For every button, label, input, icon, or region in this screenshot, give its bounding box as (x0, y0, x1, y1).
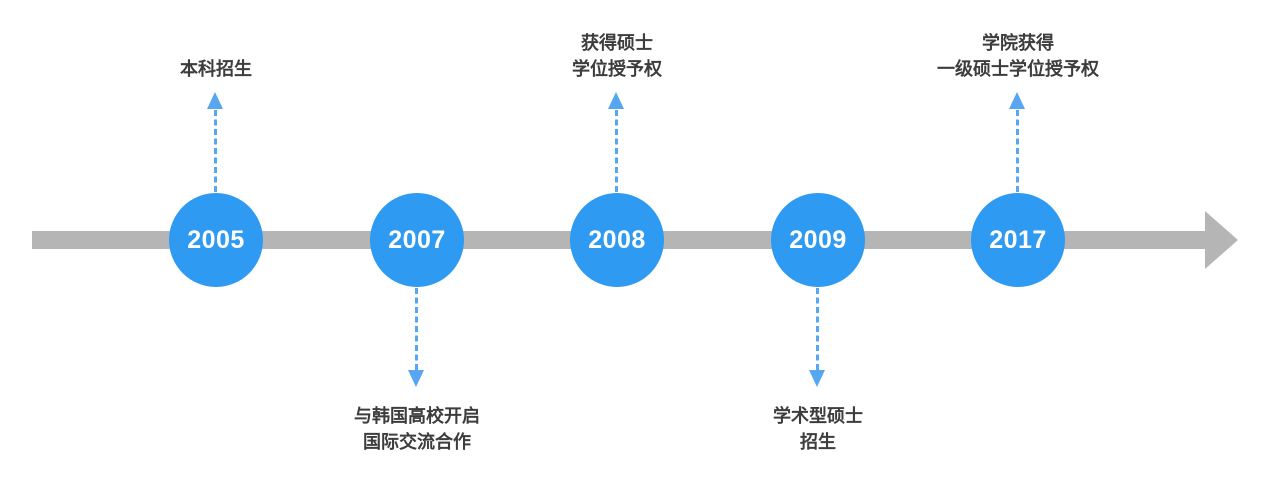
year-node: 2005 (169, 193, 263, 287)
milestone-label-line: 国际交流合作 (363, 432, 471, 452)
year-text: 2005 (187, 225, 245, 254)
dashed-connector (816, 288, 819, 370)
milestone-label-line: 学院获得 (982, 33, 1054, 53)
year-node: 2007 (370, 193, 464, 287)
dashed-connector (415, 288, 418, 370)
milestone-label-line: 获得硕士 (581, 33, 653, 53)
arrow-up-icon (608, 92, 624, 109)
milestone-label-line: 招生 (800, 432, 836, 452)
milestone-label: 学院获得 一级硕士学位授予权 (868, 28, 1168, 82)
milestone-label-line: 一级硕士学位授予权 (937, 59, 1099, 79)
milestone-label-line: 本科招生 (180, 59, 252, 79)
milestone-label-line: 学术型硕士 (773, 406, 863, 426)
milestone-2009: 2009 学术型硕士 招生 (668, 0, 968, 487)
year-node: 2017 (971, 193, 1065, 287)
milestone-label-line: 与韩国高校开启 (354, 406, 480, 426)
dashed-connector (615, 110, 618, 192)
year-text: 2007 (388, 225, 446, 254)
year-text: 2017 (989, 225, 1047, 254)
milestone-label: 学术型硕士 招生 (668, 403, 968, 455)
dashed-connector (214, 110, 217, 192)
milestone-label-line: 学位授予权 (572, 59, 662, 79)
year-node: 2009 (771, 193, 865, 287)
year-node: 2008 (570, 193, 664, 287)
milestone-2007: 2007 与韩国高校开启 国际交流合作 (267, 0, 567, 487)
year-text: 2008 (588, 225, 646, 254)
arrow-up-icon (1009, 92, 1025, 109)
arrow-down-icon (809, 370, 825, 387)
milestone-2005: 本科招生 2005 (66, 0, 366, 487)
arrow-down-icon (408, 370, 424, 387)
dashed-connector (1016, 110, 1019, 192)
milestone-label: 与韩国高校开启 国际交流合作 (267, 403, 567, 455)
year-text: 2009 (789, 225, 847, 254)
milestone-label: 本科招生 (66, 28, 366, 82)
timeline-arrowhead-icon (1205, 211, 1238, 269)
milestone-2017: 学院获得 一级硕士学位授予权 2017 (868, 0, 1168, 487)
milestone-2008: 获得硕士 学位授予权 2008 (467, 0, 767, 487)
milestone-label: 获得硕士 学位授予权 (467, 28, 767, 82)
arrow-up-icon (207, 92, 223, 109)
